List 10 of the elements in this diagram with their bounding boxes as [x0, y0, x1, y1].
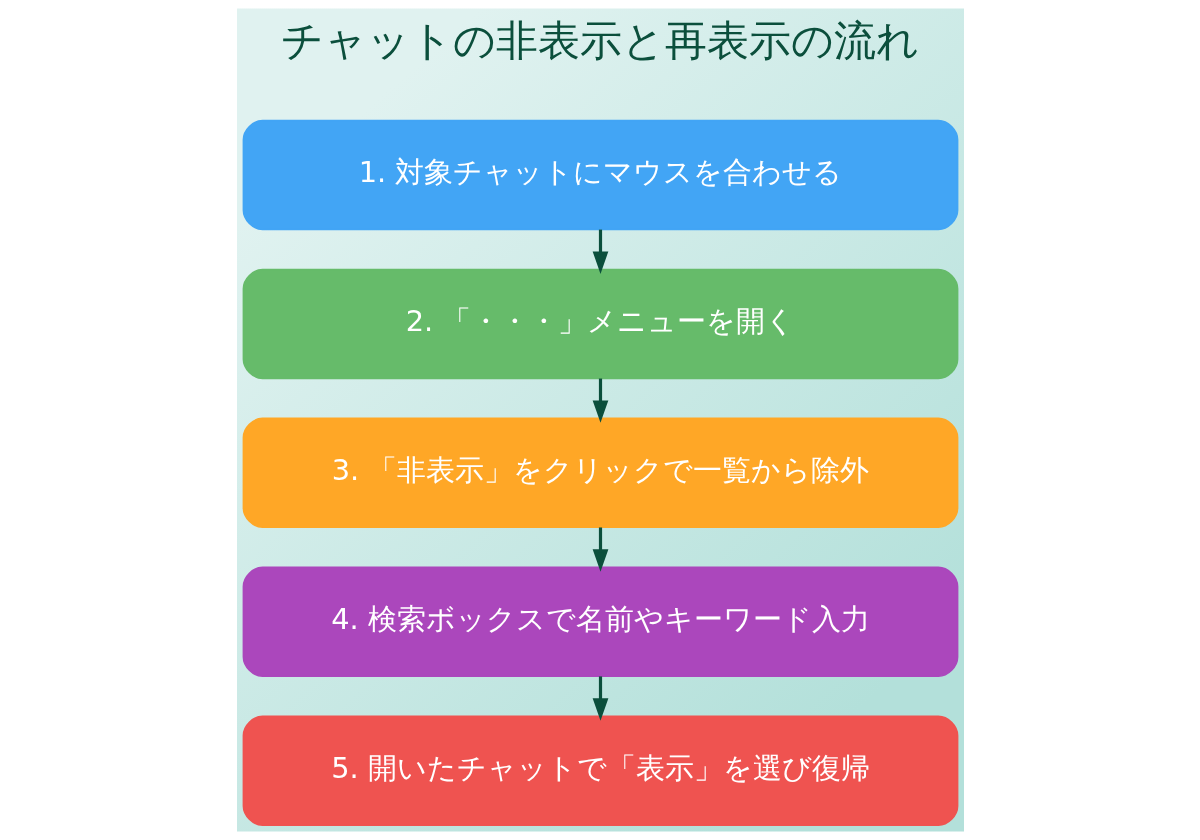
node-box: 4. 検索ボックスで名前やキーワード入力: [242, 566, 958, 677]
arrow: [592, 527, 608, 572]
node-box: 5. 開いたチャットで「表示」を選び復帰: [242, 715, 958, 826]
node-box: 1. 対象チャットにマウスを合わせる: [242, 119, 958, 231]
diagram-title: チャットの非表示と再表示の流れ: [281, 15, 919, 65]
node-box: 2. 「・・・」メニューを開く: [242, 268, 958, 380]
arrow: [592, 676, 608, 721]
node-box: 3. 「非表示」をクリックで一覧から除外: [242, 417, 958, 529]
arrow: [592, 378, 608, 423]
arrow: [592, 229, 608, 274]
